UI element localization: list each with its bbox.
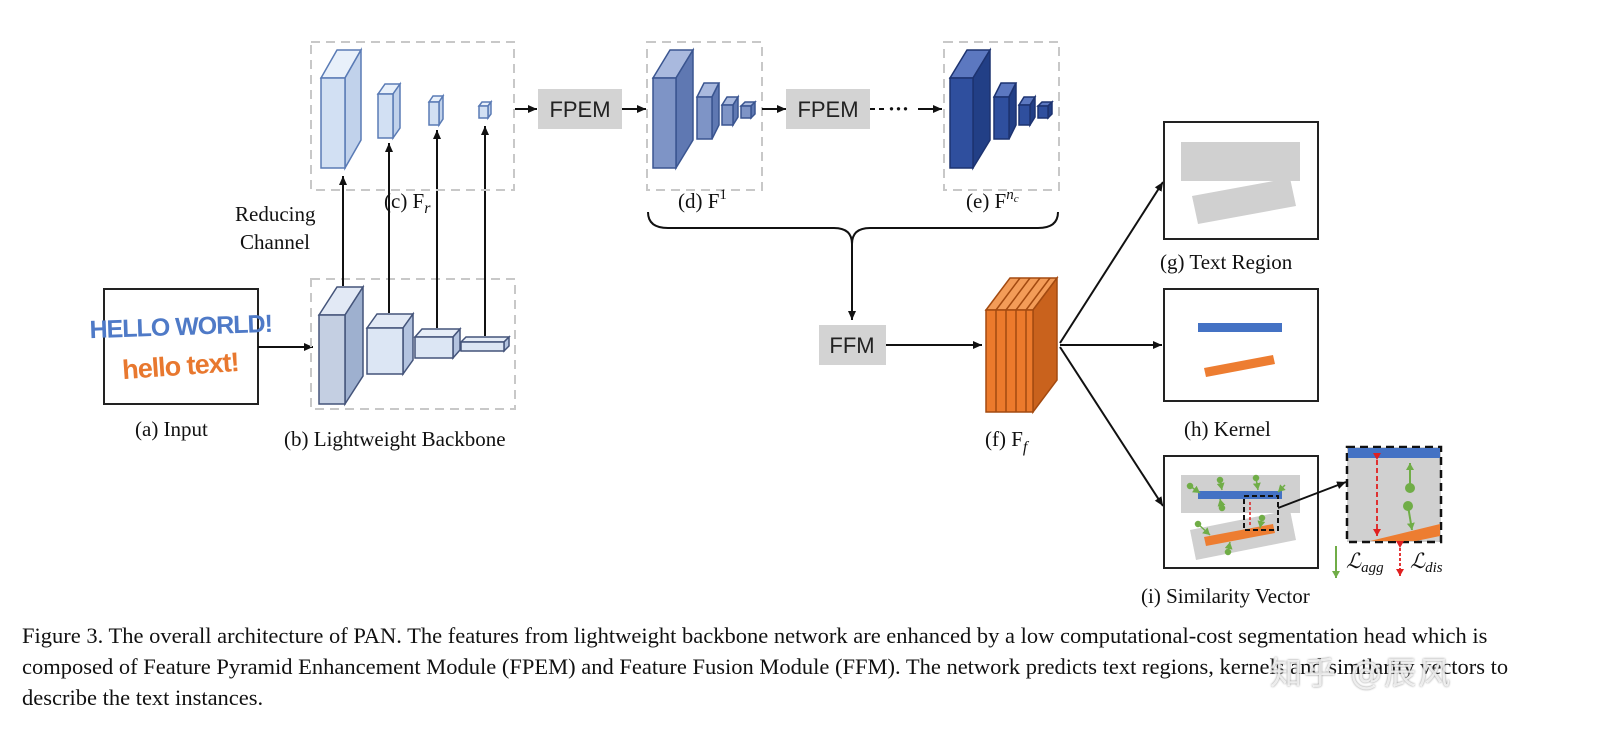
zoom-panel [1345, 445, 1443, 544]
label-c: (c) Fr [384, 189, 431, 217]
label-a: (a) Input [135, 417, 208, 441]
fnc-dashed-box [943, 41, 1060, 191]
kernel-orange-bar [1204, 355, 1275, 377]
reducing-label-line1: Reducing [235, 202, 316, 226]
curly-brace [647, 211, 1059, 245]
fr-cuboids [319, 47, 493, 171]
ffm-label: FFM [829, 333, 874, 358]
label-i: (i) Similarity Vector [1141, 584, 1310, 608]
zoom-blue-bar [1348, 448, 1440, 458]
sim-vectors [1186, 474, 1286, 556]
label-e: (e) Fnc [966, 187, 1019, 213]
zoom-green-vectors [1403, 463, 1415, 531]
label-g: (g) Text Region [1160, 250, 1293, 274]
backbone-cuboids [317, 284, 511, 407]
fpem-label-2: FPEM [797, 97, 858, 122]
f1-cuboids [651, 47, 757, 171]
fr-dashed-box [310, 41, 515, 191]
output-arrows [1059, 181, 1164, 507]
label-d: (d) F1 [678, 187, 727, 213]
input-sample-line1: HELLO WORLD! [89, 310, 272, 344]
sim-kernel-blue [1198, 491, 1282, 499]
label-b: (b) Lightweight Backbone [284, 427, 506, 451]
label-f: (f) Ff [985, 427, 1030, 456]
fpem-box-1 [538, 89, 622, 129]
reducing-channel-arrows [339, 126, 489, 336]
reducing-label-line2: Channel [240, 230, 310, 254]
zoom-selection [1243, 495, 1279, 531]
loss-dis: ℒdis [1410, 549, 1443, 576]
loss-agg: ℒagg [1346, 549, 1384, 576]
fnc-cuboids [948, 47, 1054, 171]
zoom-orange-bar [1370, 524, 1440, 541]
kernel-blue-bar [1198, 323, 1282, 332]
ff-stack [984, 275, 1059, 415]
figure-caption: Figure 3. The overall architecture of PA… [22, 623, 1509, 710]
fpem-label-1: FPEM [549, 97, 610, 122]
architecture-diagram: HELLO WORLD! hello text! (a) Input (b) L… [89, 41, 1443, 608]
watermark: 知乎 @辰风 [1270, 654, 1453, 692]
ffm-box [819, 325, 886, 365]
ellipsis: ··· [888, 97, 909, 121]
input-panel: HELLO WORLD! hello text! [89, 288, 272, 405]
label-h: (h) Kernel [1184, 417, 1271, 441]
f1-dashed-box [646, 41, 763, 191]
kernel-panel [1163, 288, 1319, 402]
backbone-dashed-box [310, 278, 516, 410]
region-bar-2 [1192, 178, 1296, 224]
arrow-zoom [1277, 481, 1347, 509]
fpem-box-2 [786, 89, 870, 129]
region-bar-1 [1181, 142, 1300, 181]
